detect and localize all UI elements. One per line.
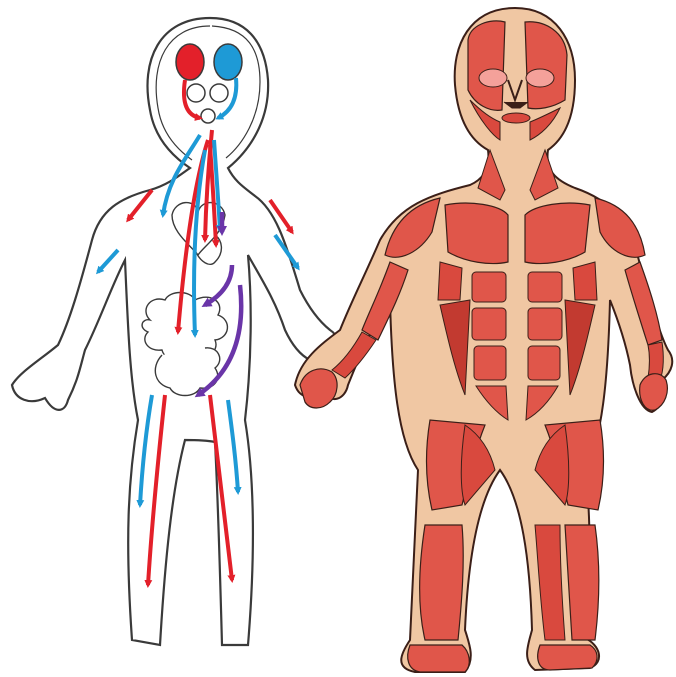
muscular-figure [295,8,672,672]
left-eye-red [176,44,204,80]
right-foot [538,645,597,670]
right-eye-blue [214,44,242,80]
left-hand [300,369,337,408]
circulatory-figure [12,18,337,645]
left-foot [408,645,470,672]
right-hand [640,374,668,411]
